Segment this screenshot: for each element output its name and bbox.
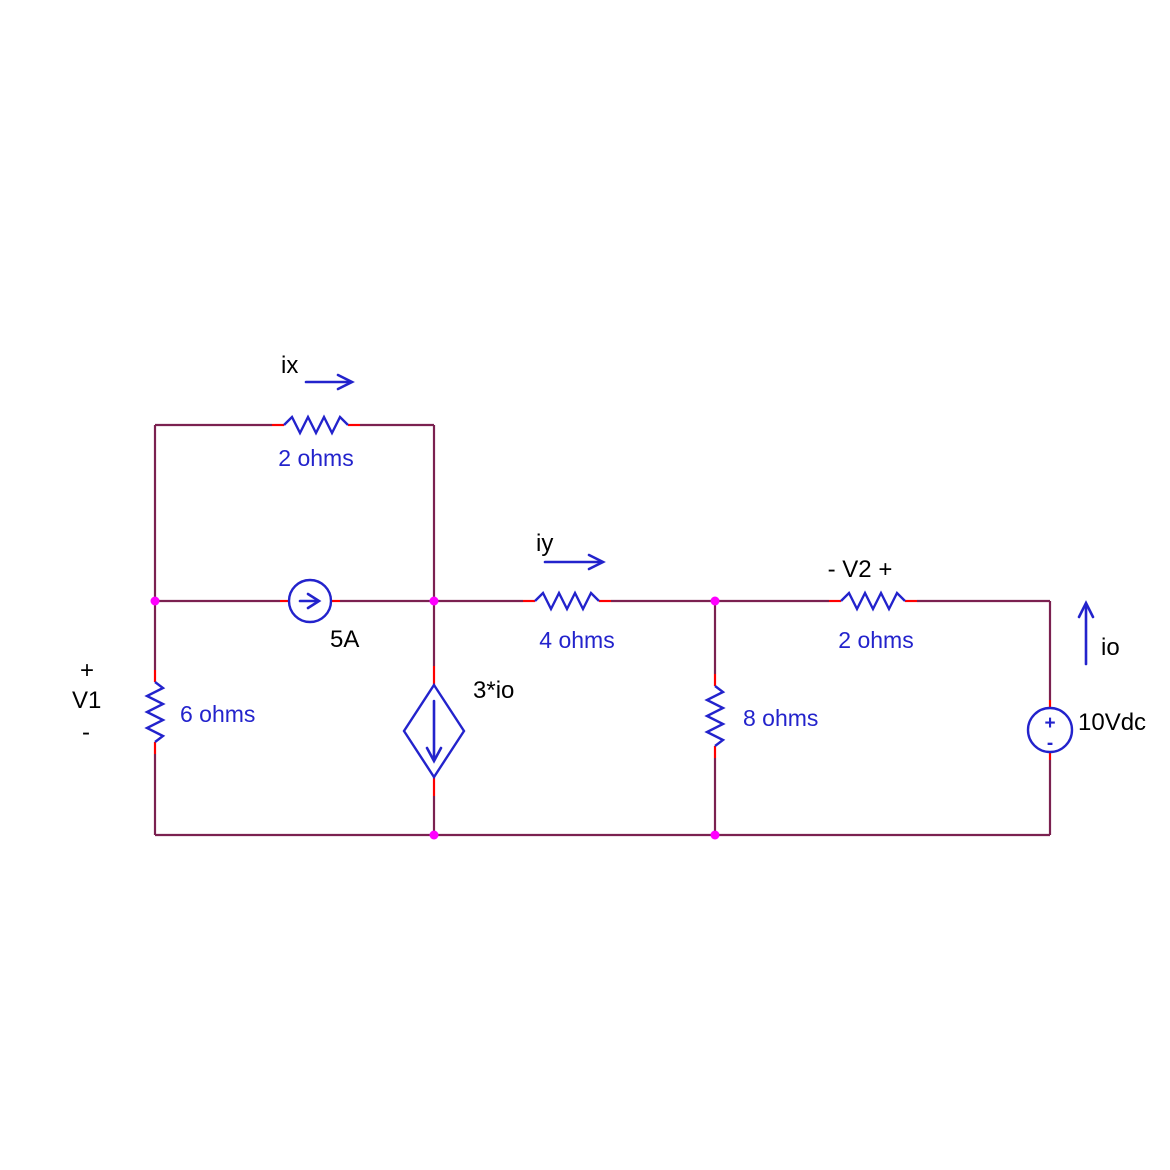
junctions xyxy=(150,596,720,840)
junction-dot xyxy=(150,596,160,606)
resistor-zigzag xyxy=(840,590,906,612)
source-value-label: 3*io xyxy=(473,677,514,704)
current-arrow-io: io xyxy=(1077,600,1120,666)
junction-dot xyxy=(710,830,720,840)
resistor-value-label: 2 ohms xyxy=(278,445,353,471)
junction-dot xyxy=(429,830,439,840)
voltage-source-10vdc: + - 10Vdc xyxy=(1026,700,1146,760)
current-arrow-ix: ix xyxy=(281,352,355,391)
resistor-4ohm: 4 ohms xyxy=(523,590,615,653)
arrow-head xyxy=(306,592,322,610)
v1-plus-sign: + xyxy=(80,657,94,684)
resistor-2ohm-top: 2 ohms xyxy=(272,414,360,471)
source-circle xyxy=(1026,706,1074,754)
current-name-label: io xyxy=(1101,634,1120,661)
resistor-2ohm-right: 2 ohms - V2 + xyxy=(828,556,917,653)
source-value-label: 5A xyxy=(330,626,359,653)
v1-minus-sign: - xyxy=(82,719,90,746)
resistor-6ohm: 6 ohms xyxy=(144,670,255,754)
v1-name: V1 xyxy=(72,687,101,714)
resistor-zigzag xyxy=(704,685,726,747)
minus-sign: - xyxy=(1047,733,1053,754)
junction-dot xyxy=(710,596,720,606)
resistor-zigzag xyxy=(283,414,349,436)
junction-dot xyxy=(429,596,439,606)
resistor-zigzag xyxy=(144,681,166,743)
current-arrow-iy: iy xyxy=(536,530,606,571)
current-source-5a: 5A xyxy=(280,578,359,653)
current-name-label: ix xyxy=(281,352,298,379)
resistor-value-label: 8 ohms xyxy=(743,705,818,731)
arrow-head xyxy=(425,746,443,764)
resistor-8ohm: 8 ohms xyxy=(704,674,818,758)
resistor-zigzag xyxy=(534,590,600,612)
arrow-head xyxy=(336,373,355,391)
v1-voltage-label: + V1 - xyxy=(72,657,101,746)
arrow-head xyxy=(1077,600,1095,619)
dependent-current-source: 3*io xyxy=(402,666,514,796)
plus-sign: + xyxy=(1044,713,1055,734)
resistor-value-label: 4 ohms xyxy=(539,627,614,653)
arrow-head xyxy=(587,553,606,571)
source-value-label: 10Vdc xyxy=(1078,709,1146,736)
resistor-value-label: 2 ohms xyxy=(838,627,913,653)
current-name-label: iy xyxy=(536,530,553,557)
resistor-value-label: 6 ohms xyxy=(180,701,255,727)
v2-voltage-label: - V2 + xyxy=(828,556,893,583)
